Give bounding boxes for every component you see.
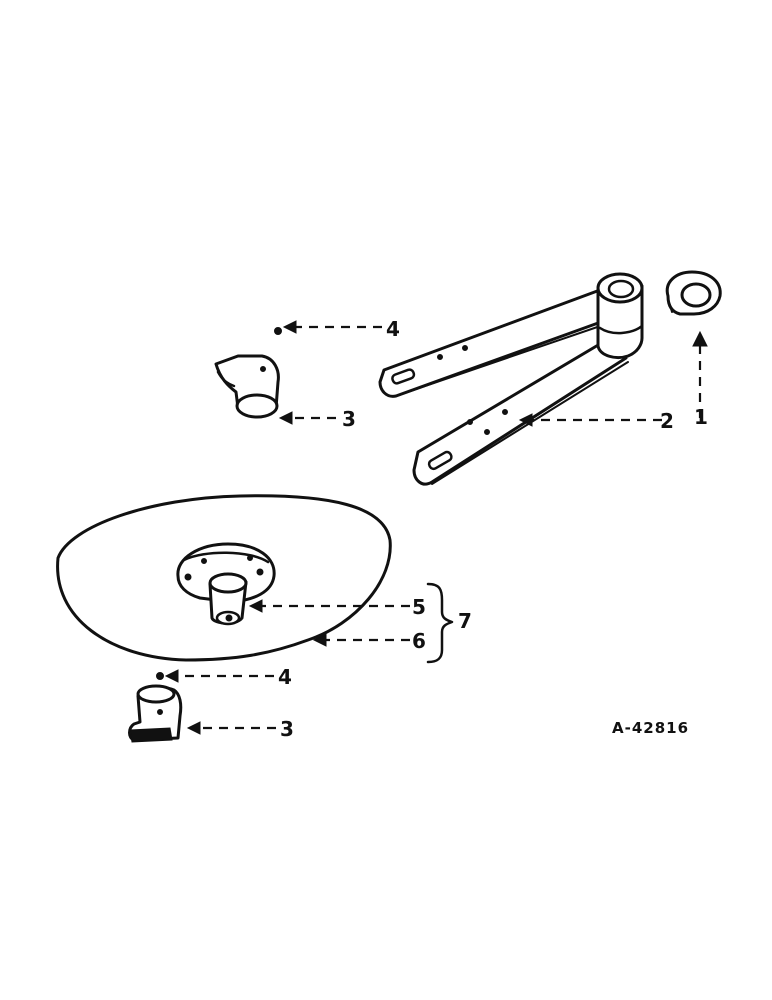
leader-3-upper-arrowhead <box>278 411 293 425</box>
callout-3-upper: 3 <box>342 407 356 431</box>
callout-6: 6 <box>412 629 426 653</box>
callout-7: 7 <box>458 609 472 633</box>
part-2-arm <box>378 272 644 486</box>
callout-3-lower: 3 <box>280 717 294 741</box>
callout-2: 2 <box>660 409 674 433</box>
callout-5: 5 <box>412 595 426 619</box>
part-3-bearing-lower <box>128 684 183 743</box>
part-1-collar <box>665 270 722 316</box>
leader-1-arrowhead <box>692 330 708 347</box>
leader-4-upper-arrowhead <box>282 320 297 334</box>
leader-6-arrowhead <box>312 633 327 647</box>
callout-1: 1 <box>694 405 708 429</box>
figure-id: A-42816 <box>612 719 689 737</box>
part-3-bearing-upper <box>214 354 280 419</box>
leader-5-arrowhead <box>248 599 263 613</box>
callout-labels: 1 2 3 4 5 6 7 4 3 <box>278 317 708 741</box>
callout-4-lower: 4 <box>278 665 292 689</box>
leader-lines <box>164 320 708 735</box>
leader-2-arrowhead <box>518 413 533 427</box>
part-5-hub <box>176 542 276 626</box>
leader-4-lower-arrowhead <box>164 669 179 683</box>
part-4-bolt-lower <box>156 672 164 680</box>
leader-3-lower-arrowhead <box>186 721 201 735</box>
callout-4-upper: 4 <box>386 317 400 341</box>
part-4-bolt-upper <box>274 327 282 335</box>
bracket-7 <box>426 582 454 664</box>
